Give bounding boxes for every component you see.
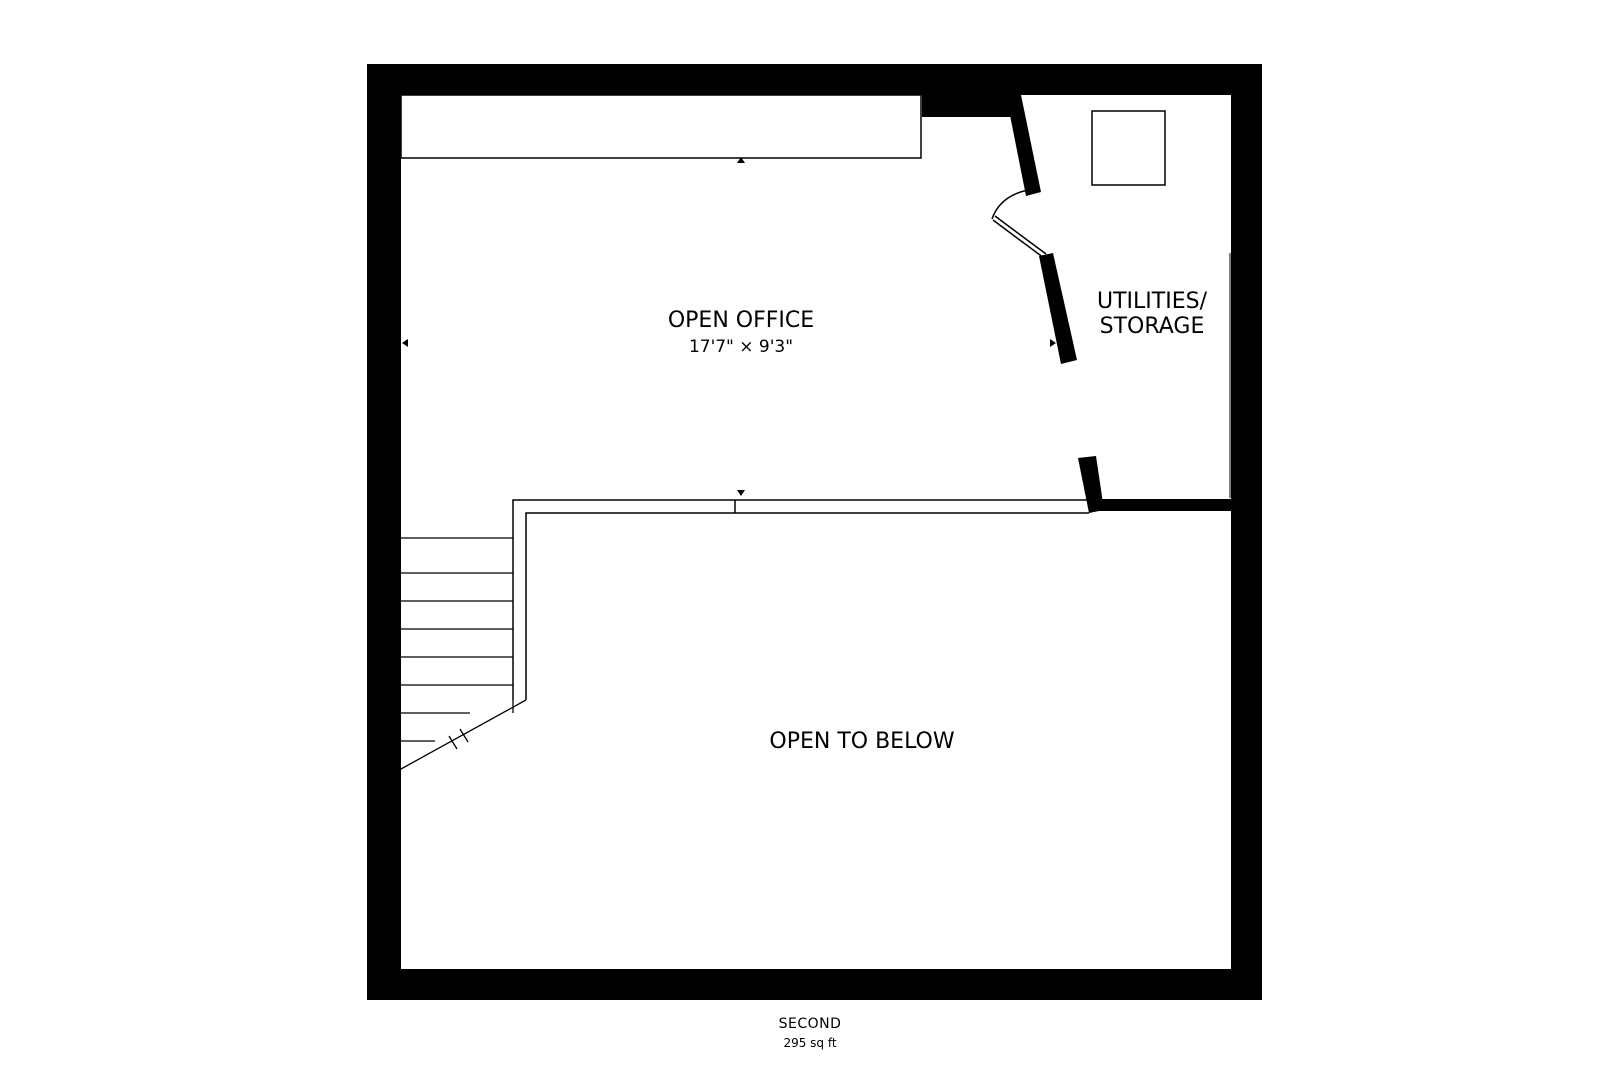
door-leaf-inner [994,215,1047,255]
exterior-wall [367,64,1262,1000]
built-in-counter [400,94,922,159]
room-label-utilities: UTILITIES/ [1097,289,1208,314]
utility-unit-icon [1091,110,1166,186]
room-dims-open-office: 17'7" × 9'3" [689,337,793,357]
window-marker-icon [1050,339,1056,347]
interior-wall-utilities [1089,499,1231,511]
window-marker-icon [737,490,745,496]
railing [512,499,1089,700]
door-leaf [992,219,1045,259]
interior-wall-angled-lower [1039,253,1077,364]
door-swing-icon [991,189,1029,220]
interior-wall-top [922,95,1014,117]
interior-wall-angled-upper [1006,95,1041,196]
window-marker-icon [402,339,408,347]
window-marker-icon [737,157,745,163]
room-label-open-office: OPEN OFFICE [668,308,814,333]
floor-name: SECOND [778,1016,842,1032]
railing-inner [525,512,1089,700]
interior-wall-stub [1078,456,1104,513]
stair-icon [400,537,527,770]
floor-area: 295 sq ft [783,1036,837,1050]
room-label-storage: STORAGE [1100,314,1205,339]
room-label-open-to-below: OPEN TO BELOW [769,729,954,754]
